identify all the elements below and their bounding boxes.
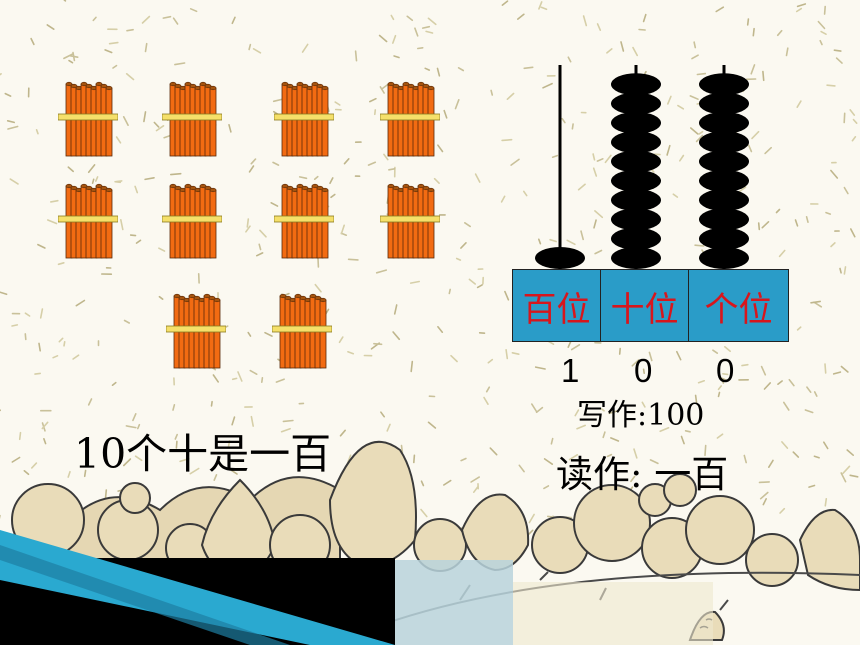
stick-bundle xyxy=(166,293,226,369)
stick-bundle xyxy=(162,183,222,259)
abacus-base xyxy=(512,269,789,342)
abacus-beads xyxy=(535,73,749,269)
digit-hundreds: 1 xyxy=(561,352,580,389)
digit-tens: 0 xyxy=(634,352,653,389)
ten-tens-statement: 10个十是一百 xyxy=(74,430,332,478)
abacus-divider xyxy=(688,270,689,341)
stick-bundle xyxy=(162,81,222,157)
abacus-divider xyxy=(600,270,601,341)
stick-bundle xyxy=(380,183,440,259)
stick-bundle xyxy=(272,293,332,369)
label-ones-place: 个位 xyxy=(704,289,773,330)
stick-bundle xyxy=(58,81,118,157)
digit-ones: 0 xyxy=(716,352,735,389)
stick-bundle xyxy=(274,183,334,259)
stick-bundle xyxy=(380,81,440,157)
label-hundreds-place: 百位 xyxy=(522,289,591,330)
stick-bundle xyxy=(58,183,118,259)
read-as-text: 读作: 一百 xyxy=(556,453,729,496)
label-tens-place: 十位 xyxy=(610,289,679,330)
stick-bundle xyxy=(274,81,334,157)
write-as-text: 写作:100 xyxy=(577,398,705,433)
